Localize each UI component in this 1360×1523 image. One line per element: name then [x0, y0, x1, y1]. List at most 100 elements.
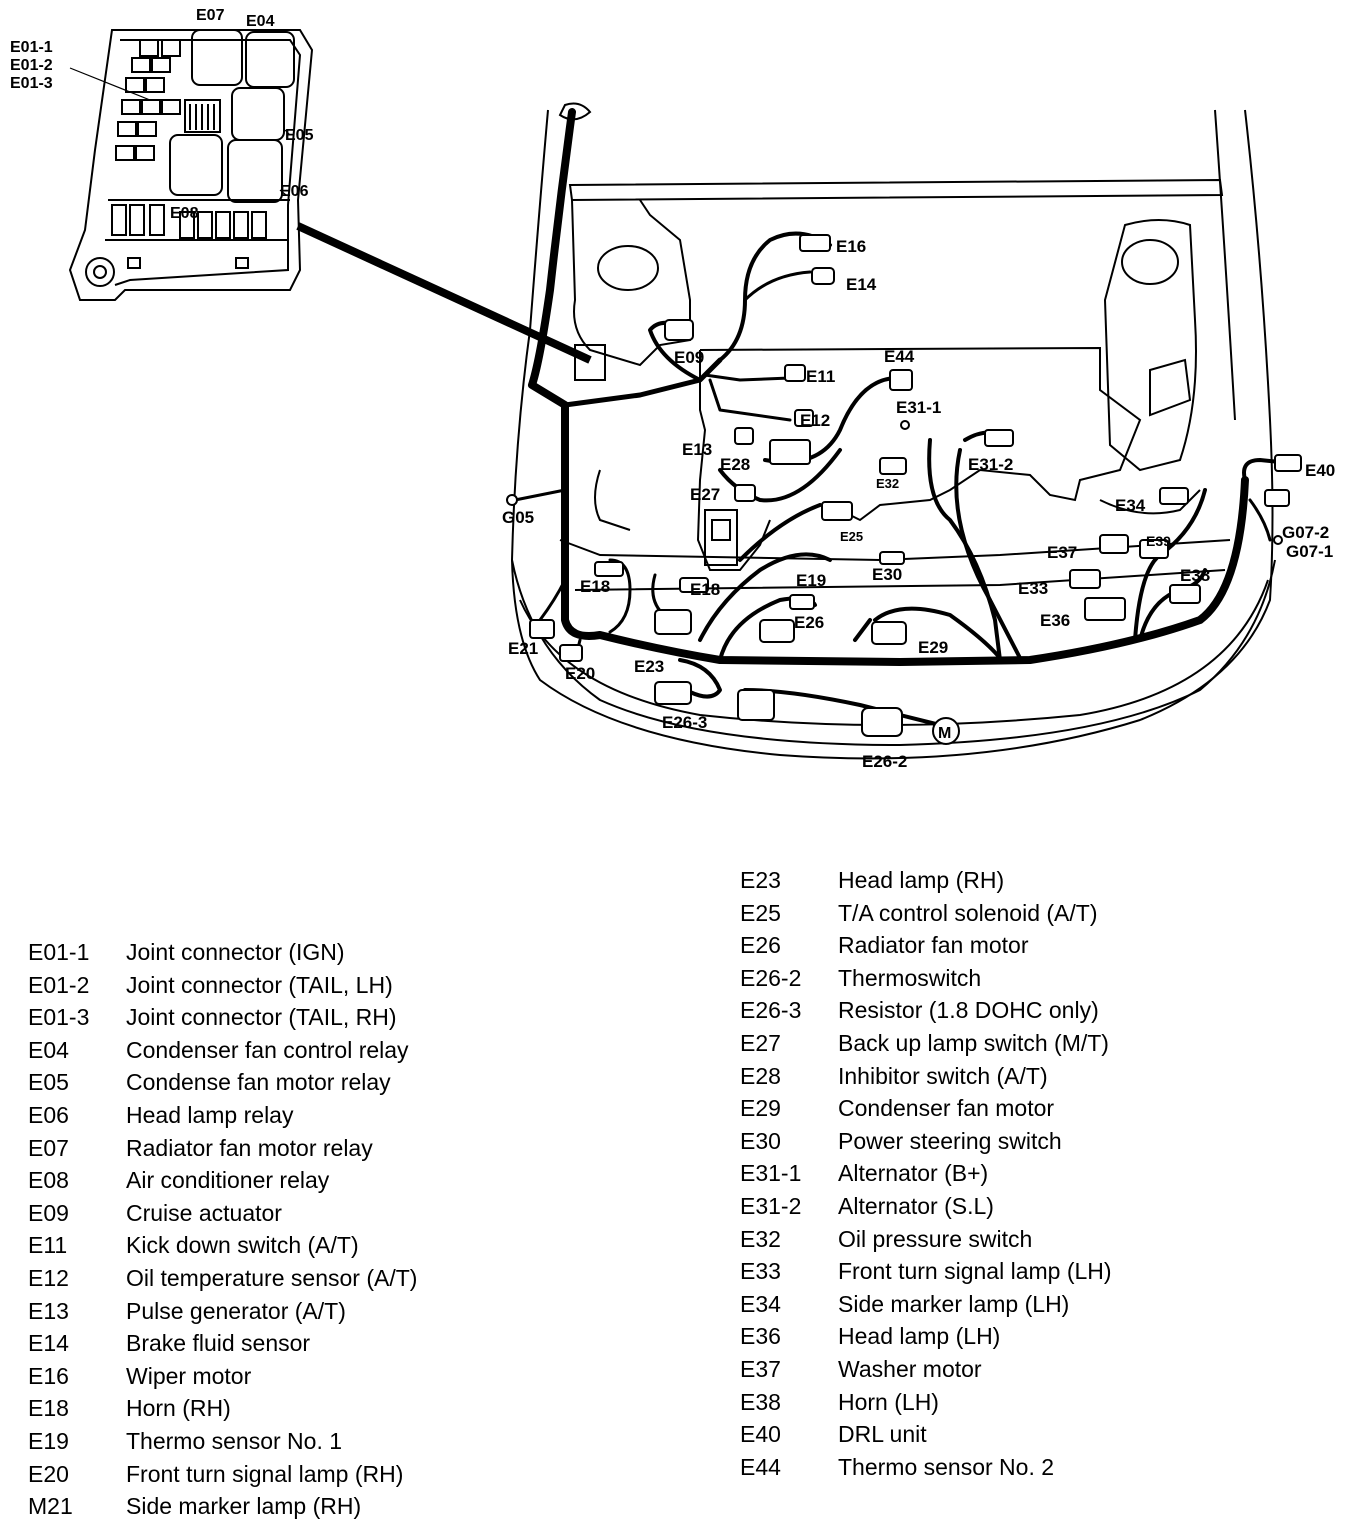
legend-code: E20 [28, 1460, 69, 1487]
label-e18-a: E18 [580, 577, 610, 596]
legend-desc: Joint connector (TAIL, LH) [126, 971, 393, 998]
legend-desc: Washer motor [838, 1355, 982, 1382]
label-e08: E08 [170, 205, 199, 222]
legend-desc: Resistor (1.8 DOHC only) [838, 997, 1099, 1024]
legend-code: E23 [740, 867, 781, 893]
legend-desc: Radiator fan motor [838, 932, 1029, 959]
legend-code: E34 [740, 1290, 781, 1317]
legend-desc: T/A control solenoid (A/T) [838, 899, 1098, 926]
label-e27: E27 [690, 485, 720, 504]
legend-row: E32 Oil pressure switch [740, 1223, 1112, 1256]
connectors [506, 234, 1302, 745]
label-e13: E13 [682, 440, 712, 459]
label-e38: E38 [1180, 566, 1210, 585]
label-e16: E16 [836, 237, 866, 256]
legend-row: E23 Head lamp (RH) [740, 864, 1112, 897]
legend-desc: Pulse generator (A/T) [126, 1297, 346, 1324]
legend-desc: Thermo sensor No. 1 [126, 1427, 343, 1454]
legend-row: E36 Head lamp (LH) [740, 1320, 1112, 1353]
label-e20: E20 [565, 664, 595, 683]
legend-code: E30 [740, 1127, 781, 1154]
legend-code: E29 [740, 1095, 781, 1122]
label-e30: E30 [872, 565, 902, 584]
label-e26-3: E26-3 [662, 713, 707, 732]
legend-desc: Cruise actuator [126, 1199, 282, 1226]
legend-code: E40 [740, 1421, 781, 1448]
leader-lines [69, 67, 291, 196]
legend-desc: Condenser fan control relay [126, 1036, 409, 1063]
legend-code: E31-2 [740, 1192, 802, 1219]
legend-desc: Inhibitor switch (A/T) [838, 1062, 1048, 1089]
legend-code: E09 [28, 1199, 69, 1226]
legend-code: E12 [28, 1264, 69, 1291]
diagram-labels: E01-1 E01-2 E01-3 E07 E04 E05 E06 E08 E1… [10, 7, 1335, 771]
legend-code: E18 [28, 1395, 69, 1422]
legend-row: E09 Cruise actuator [28, 1197, 417, 1230]
legend-code: E13 [28, 1297, 69, 1324]
label-e37: E37 [1047, 543, 1077, 562]
legend-code: M21 [28, 1493, 73, 1520]
label-e29: E29 [918, 638, 948, 657]
label-e26-2: E26-2 [862, 752, 907, 771]
legend-desc: Oil pressure switch [838, 1225, 1033, 1252]
harness-diagram: E01-1 E01-2 E01-3 E07 E04 E05 E06 E08 E1… [10, 7, 1335, 771]
legend-code: E32 [740, 1225, 781, 1252]
legend-desc: Side marker lamp (LH) [838, 1290, 1070, 1317]
label-e05: E05 [285, 127, 314, 144]
label-e26: E26 [794, 613, 824, 632]
legend-desc: Alternator (B+) [838, 1160, 989, 1187]
label-e19: E19 [796, 571, 826, 590]
legend-desc: Oil temperature sensor (A/T) [126, 1264, 418, 1291]
legend-code: E01-2 [28, 971, 90, 998]
legend-code: E26 [740, 932, 781, 959]
label-e01-1: E01-1 [10, 39, 53, 56]
label-e31-1: E31-1 [896, 398, 941, 417]
legend-code: E16 [28, 1362, 69, 1389]
legend-code: E26-2 [740, 964, 802, 991]
legend-code: E36 [740, 1323, 781, 1350]
label-e36: E36 [1040, 611, 1070, 630]
label-e28: E28 [720, 455, 750, 474]
legend-desc: Joint connector (IGN) [126, 939, 345, 965]
relay-box [68, 29, 314, 301]
legend-desc: Horn (LH) [838, 1388, 939, 1415]
label-e01-2: E01-2 [10, 57, 53, 74]
harness-wires [513, 108, 1282, 727]
legend-code: E28 [740, 1062, 781, 1089]
legend-desc: Power steering switch [838, 1127, 1062, 1154]
legend-code: E38 [740, 1388, 781, 1415]
legend-code: E14 [28, 1330, 69, 1357]
legend-code: E04 [28, 1036, 69, 1063]
legend-desc: Condenser fan motor [838, 1095, 1055, 1122]
legend-desc: Head lamp (LH) [838, 1323, 1001, 1350]
legend-desc: Front turn signal lamp (LH) [838, 1258, 1112, 1285]
legend-row: E26 Radiator fan motor [740, 929, 1112, 962]
legend-code: E19 [28, 1427, 69, 1454]
legend-desc: Radiator fan motor relay [126, 1134, 373, 1161]
legend-code: E37 [740, 1355, 781, 1382]
car-body [510, 102, 1276, 760]
legend-desc: Kick down switch (A/T) [126, 1232, 359, 1259]
label-e34: E34 [1115, 496, 1146, 515]
label-e39: E39 [1146, 533, 1171, 549]
legend-code: E33 [740, 1258, 781, 1285]
label-e25: E25 [840, 529, 863, 544]
label-e11: E11 [806, 367, 835, 386]
legend-code: E01-3 [28, 1004, 90, 1031]
legend-row: E30 Power steering switch [740, 1125, 1112, 1158]
legend-desc: Head lamp (RH) [838, 867, 1005, 893]
legend-row: E28 Inhibitor switch (A/T) [740, 1060, 1112, 1093]
